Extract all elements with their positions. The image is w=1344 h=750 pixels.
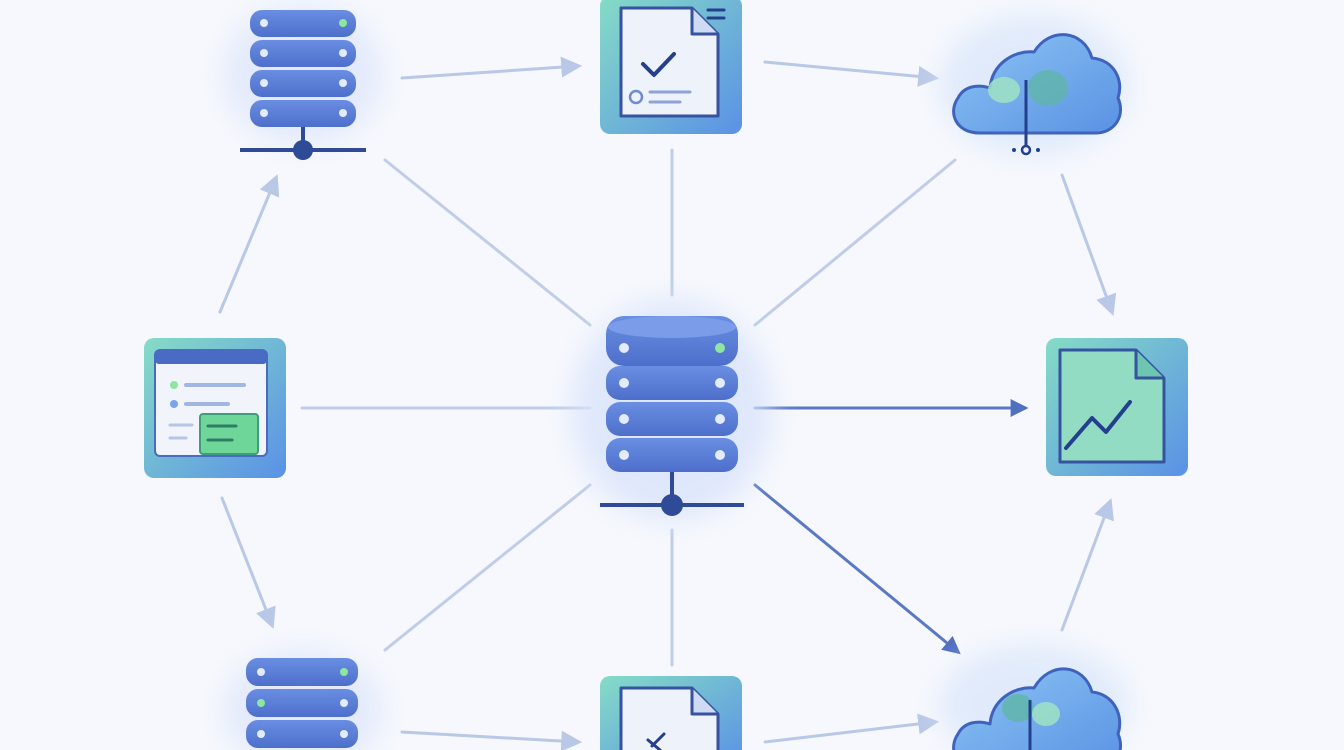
document-edit-icon xyxy=(619,686,720,750)
cloud-icon xyxy=(952,667,1122,750)
connection-document-check-top-to-cloud-top-right xyxy=(763,60,940,87)
cloud-top-right xyxy=(939,15,1129,156)
server-top-left xyxy=(223,5,383,160)
connection-center-to-cloud-bottom-right xyxy=(753,483,961,655)
server-icon xyxy=(240,10,366,160)
chart-document-icon xyxy=(1058,348,1166,464)
connections xyxy=(218,56,1117,750)
connection-cloud-bottom-right-to-chart-document-right xyxy=(1060,498,1114,632)
document-check-icon xyxy=(619,6,726,118)
connection-server-top-left-to-document-check-top xyxy=(400,56,583,80)
connection-dashboard-left-to-server-top-left xyxy=(218,174,280,314)
document-bottom xyxy=(600,676,742,750)
connection-center-to-server-top-left xyxy=(383,158,592,327)
dashboard-icon xyxy=(154,349,268,457)
chart-document-right xyxy=(1046,338,1188,476)
document-check-top xyxy=(600,0,742,134)
cloud-icon xyxy=(952,33,1122,156)
server-bottom-left xyxy=(223,650,383,750)
server-icon xyxy=(600,316,744,516)
server-center xyxy=(572,300,772,520)
dashboard-left xyxy=(144,338,286,478)
connection-cloud-top-right-to-chart-document-right xyxy=(1060,173,1117,316)
server-icon xyxy=(246,658,358,748)
connection-center-to-server-bottom-left xyxy=(383,483,592,652)
connection-server-bottom-left-to-document-bottom xyxy=(400,730,583,750)
cloud-bottom-right xyxy=(939,645,1129,750)
connection-document-bottom-to-cloud-bottom-right xyxy=(763,713,940,744)
connection-center-to-cloud-top-right xyxy=(753,158,957,327)
connection-dashboard-left-to-server-bottom-left xyxy=(220,496,276,629)
